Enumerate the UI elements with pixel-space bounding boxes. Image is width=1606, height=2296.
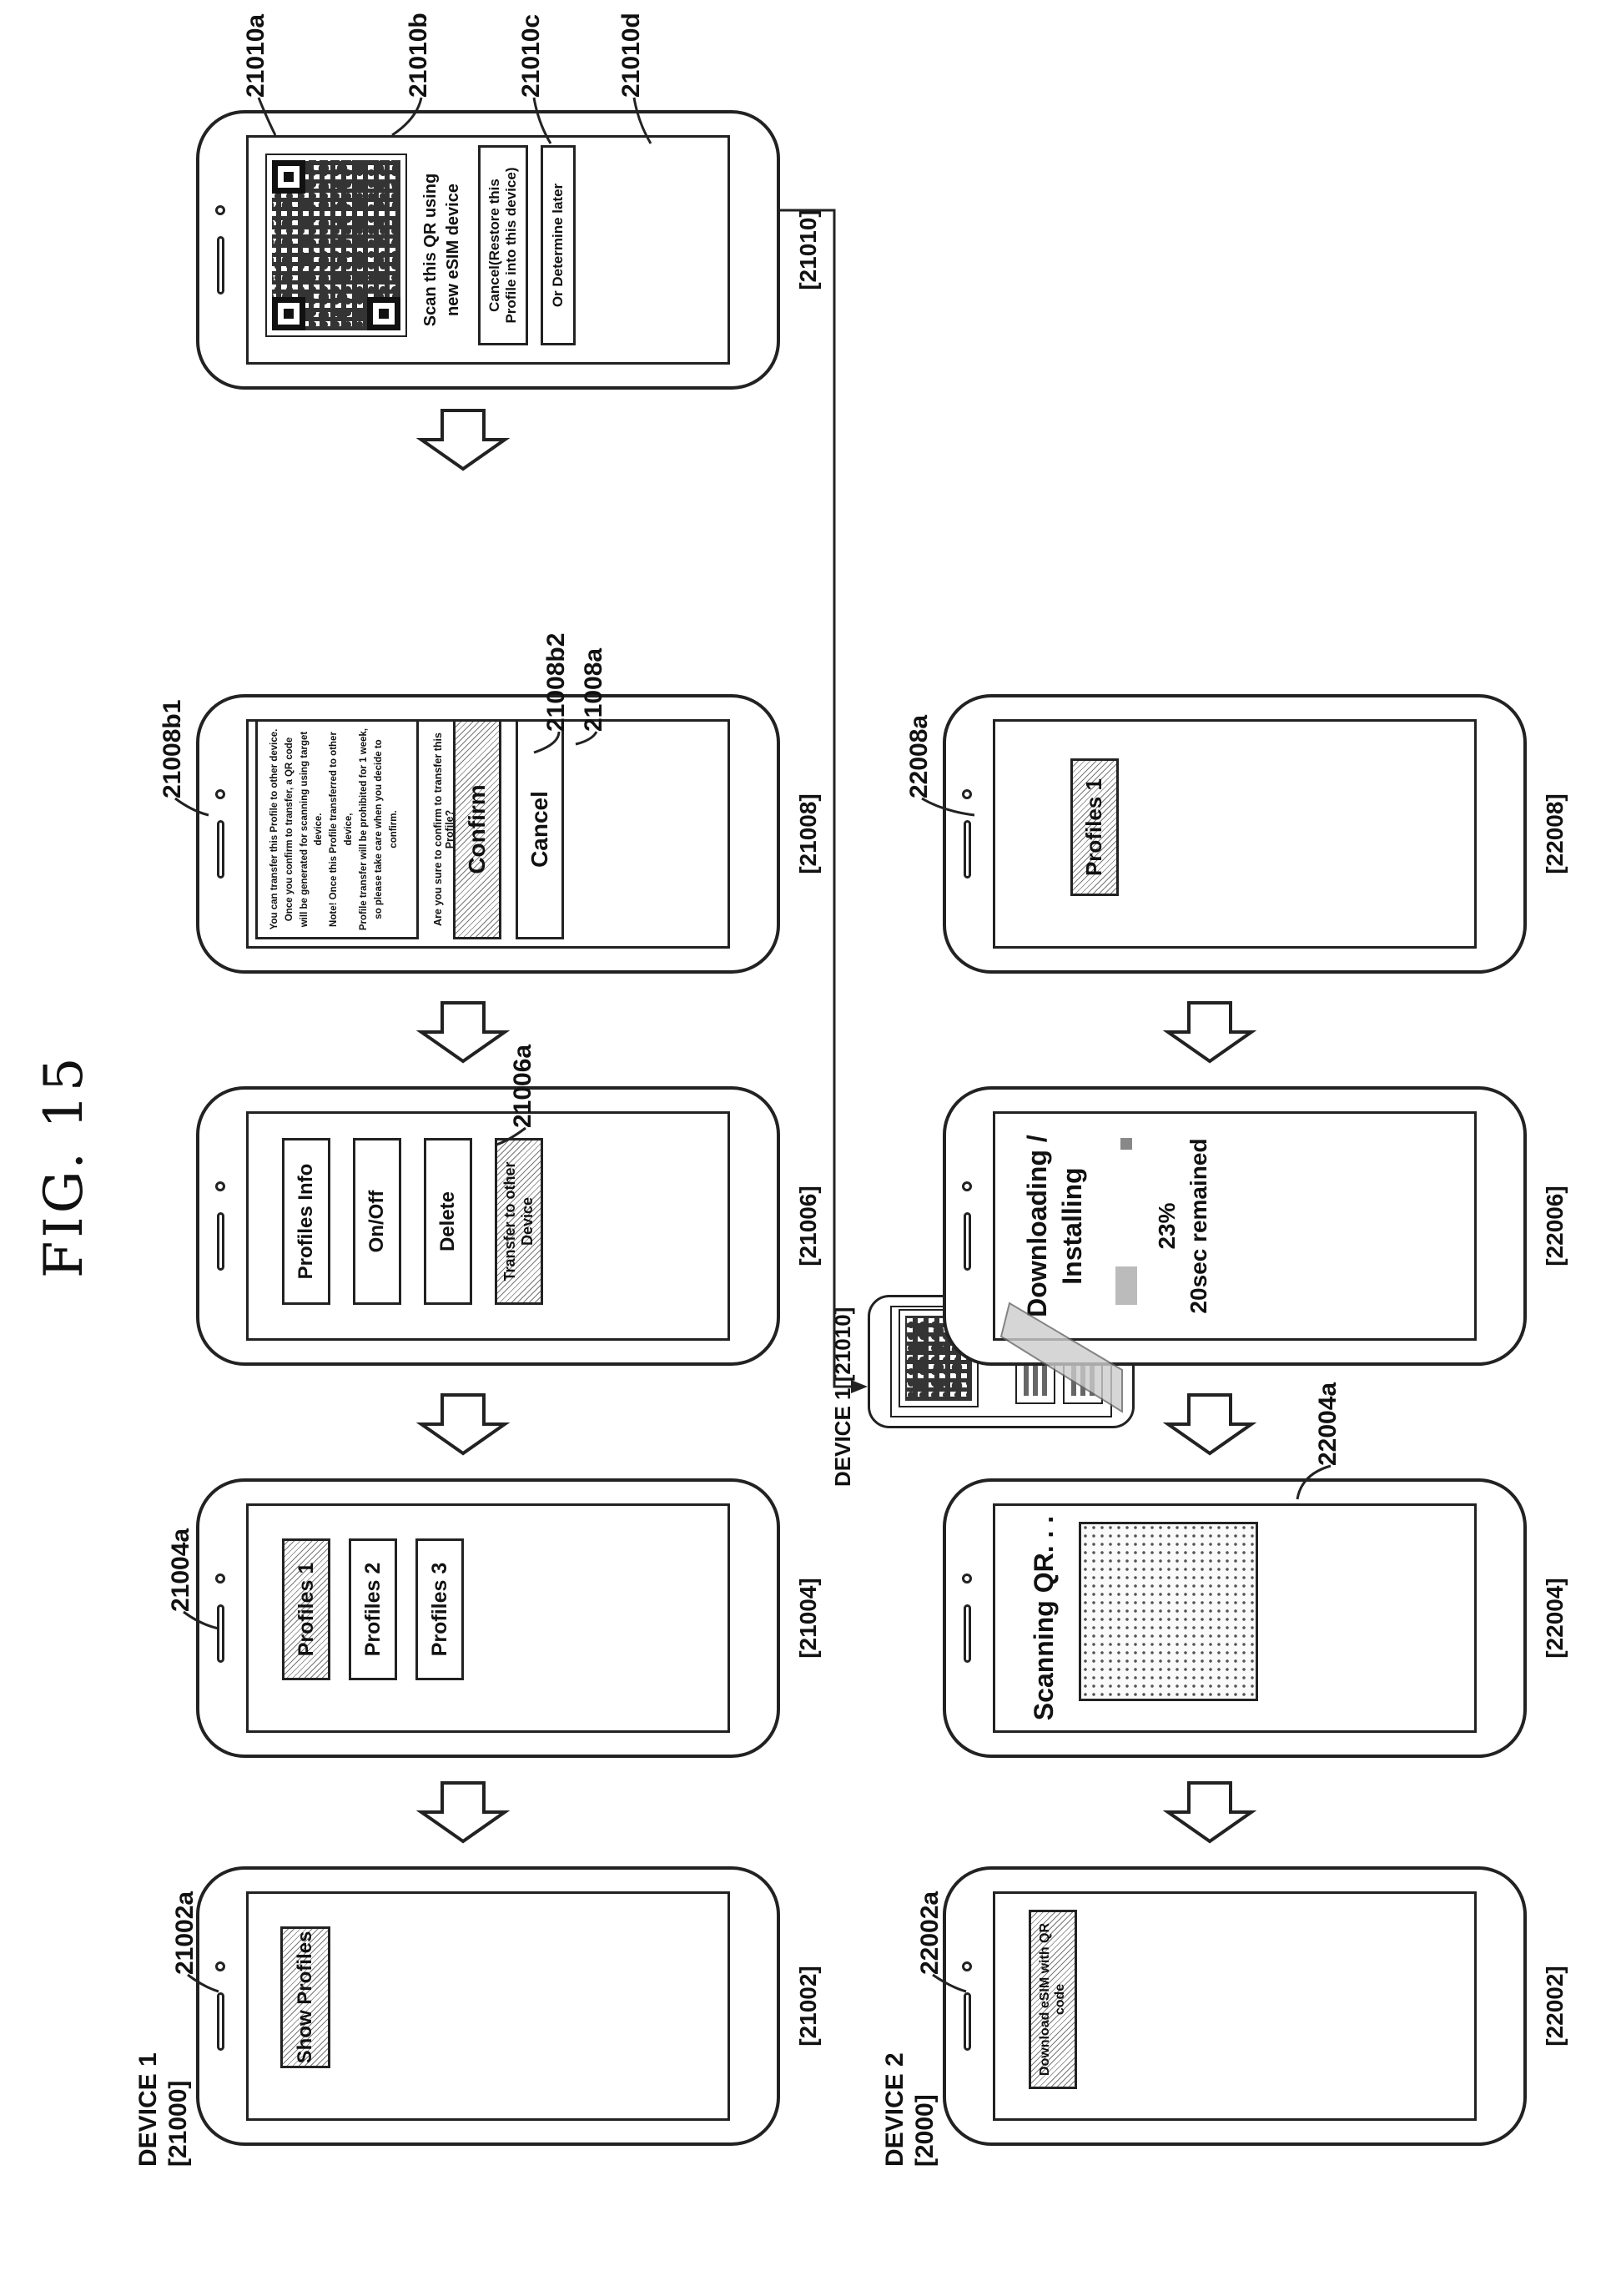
leader-21002a [188,1975,219,1991]
flow-arrow-5 [1168,1783,1251,1841]
flow-arrow-4 [421,410,505,469]
leader-21008b1 [175,798,209,815]
flow-arrow-7 [1168,1003,1251,1061]
flow-arrow-6 [1168,1395,1251,1453]
transfer-connector-arrowhead [851,1380,868,1393]
flow-arrow-2 [421,1395,505,1453]
leader-21008b2 [534,732,559,753]
flow-arrow-3 [421,1003,505,1061]
transfer-connector-line [780,210,858,1387]
scan-beam [1001,1303,1122,1412]
leader-21010d [634,98,651,144]
leader-21006a [496,1128,526,1145]
leader-21010a [259,98,275,135]
leader-21010c [534,98,551,144]
leader-21010b [392,98,421,135]
leader-21004a [184,1612,219,1629]
leader-21008a [576,732,597,744]
flow-arrow-1 [421,1783,505,1841]
leader-22004a [1297,1466,1331,1499]
leader-22002a [933,1975,966,1991]
leader-22008a [922,798,974,815]
